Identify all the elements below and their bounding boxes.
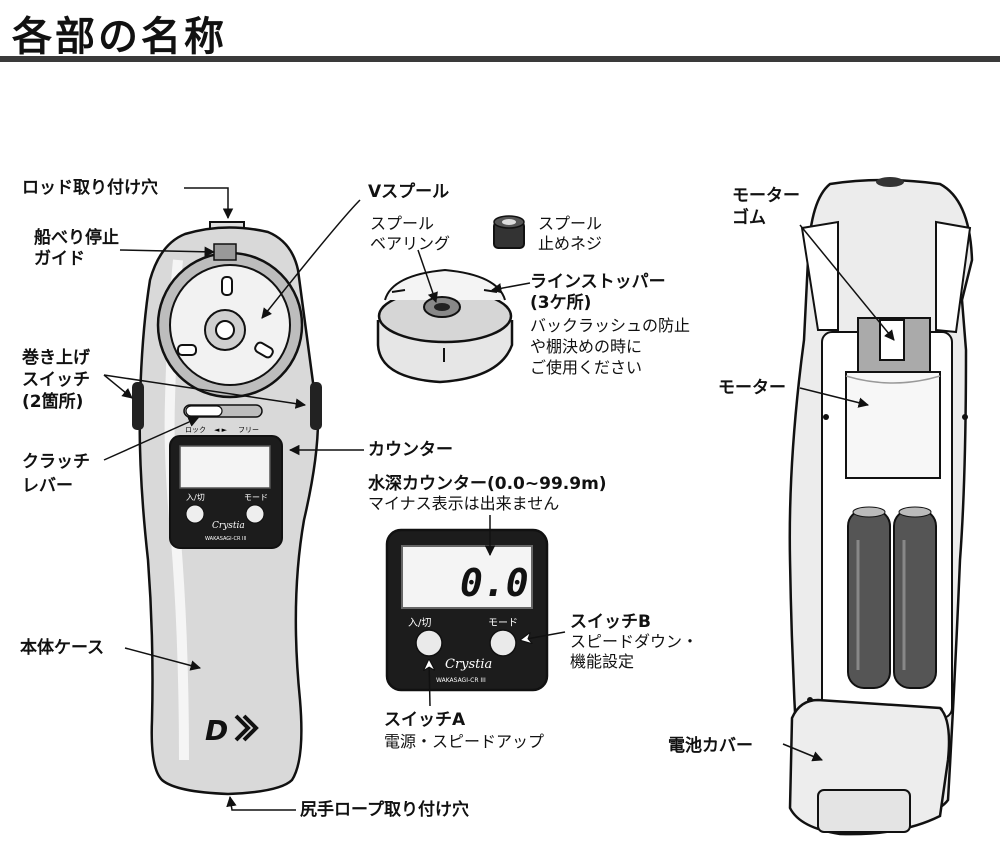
page-title: 各部の名称 (12, 14, 227, 60)
device-switch-a (185, 504, 205, 524)
label-clutch-lever-1: クラッチ (22, 452, 90, 472)
right-winding-switch (310, 382, 322, 430)
label-battery-cover: 電池カバー (668, 736, 753, 756)
label-motor-rubber-2: ゴム (732, 208, 766, 228)
gunwale-stop-guide (213, 243, 237, 261)
label-gunwale-stop-guide-2: ガイド (34, 249, 85, 269)
label-motor: モーター (718, 378, 786, 398)
device-brand: Crystia (212, 521, 245, 531)
spool-screw (493, 215, 525, 249)
label-butt-rope-hole: 尻手ロープ取り付け穴 (300, 800, 469, 820)
leader-lines (103, 187, 895, 811)
counter-power-label: 入/切 (408, 617, 431, 629)
counter-mode-label: モード (488, 618, 518, 629)
title-rule (0, 56, 1000, 62)
clutch-lever (185, 405, 223, 417)
label-depth-counter: 水深カウンター(0.0~99.9m) (368, 474, 607, 494)
device-model-code: WAKASAGI-CR III (205, 536, 246, 542)
left-winding-switch (132, 382, 144, 430)
clutch-lock-text: ロック (185, 426, 206, 434)
counter-switch-a (415, 629, 443, 657)
label-motor-rubber-1: モーター (732, 186, 800, 206)
battery-1 (847, 509, 891, 689)
logo-chevrons (234, 714, 259, 742)
label-winding-switch-2: スイッチ (22, 370, 90, 390)
label-spool-bearing-1: スプール (370, 214, 435, 233)
label-spool-screw-1: スプール (538, 214, 603, 233)
label-switch-a-desc: 電源・スピードアップ (384, 732, 545, 751)
label-switch-a: スイッチA (384, 710, 466, 730)
label-counter: カウンター (368, 440, 453, 460)
clutch-arrows-text: ◄ ► (214, 426, 228, 434)
label-line-stopper-1: ラインストッパー (530, 272, 666, 292)
counter-model-code: WAKASAGI-CR III (436, 677, 486, 684)
label-line-stopper-desc-1: バックラッシュの防止 (530, 316, 691, 335)
label-rod-mount-hole: ロッド取り付け穴 (22, 178, 158, 198)
label-switch-b: スイッチB (570, 612, 651, 632)
counter-enlarged: 0.0 入/切 モード Crystia WAKASAGI-CR III (385, 528, 549, 692)
device-switch-b (245, 504, 265, 524)
motor-body (845, 371, 941, 479)
label-line-stopper-desc-2: や棚決めの時に (530, 337, 643, 356)
maker-logo: D (205, 714, 228, 747)
label-clutch-lever-2: レバー (22, 476, 73, 496)
label-winding-switch-1: 巻き上げ (22, 348, 90, 368)
battery-2 (893, 509, 937, 689)
counter-brand: Crystia (445, 657, 492, 672)
counter-value: 0.0 (460, 561, 529, 605)
label-line-stopper-desc-3: ご使用ください (530, 358, 643, 377)
v-spool-part (376, 215, 525, 384)
label-v-spool: Vスプール (368, 182, 450, 202)
label-spool-screw-2: 止めネジ (538, 234, 603, 253)
label-switch-b-desc-1: スピードダウン・ (570, 632, 699, 651)
label-body-case: 本体ケース (20, 638, 105, 658)
device-mode-label: モード (244, 493, 268, 502)
label-gunwale-stop-guide-1: 船べり停止 (34, 228, 119, 248)
motor-rubber (879, 319, 905, 361)
label-switch-b-desc-2: 機能設定 (570, 652, 635, 671)
clutch-free-text: フリー (238, 426, 259, 434)
label-winding-switch-3: (2箇所) (22, 392, 84, 412)
label-spool-bearing-2: ベアリング (370, 234, 451, 253)
label-line-stopper-2: (3ケ所) (530, 293, 592, 313)
reel-body: ロック ◄ ► フリー 入/切 モード Crystia WAKASAGI-CR … (132, 221, 322, 796)
reel-interior (788, 177, 974, 836)
label-depth-counter-note: マイナス表示は出来ません (368, 494, 560, 513)
counter-switch-b (489, 629, 517, 657)
counter-lcd (179, 445, 271, 489)
device-power-label: 入/切 (186, 493, 205, 502)
